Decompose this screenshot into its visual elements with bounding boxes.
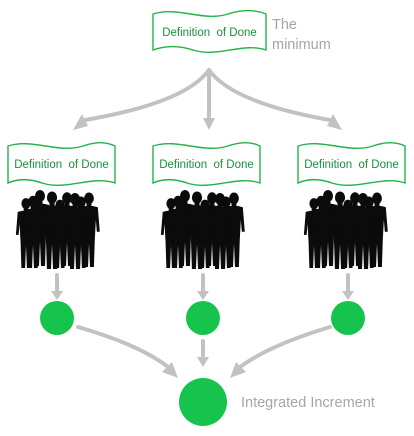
integration-arrows: [76, 325, 332, 378]
team-1-increment-dot: [40, 301, 74, 335]
wavy-banner-icon: [297, 141, 406, 187]
team-2-banner: Definition of Done: [152, 141, 261, 187]
integrated-increment-dot: [179, 378, 227, 426]
wavy-banner-icon: [7, 141, 116, 187]
people-group-icon: [161, 190, 245, 269]
team-3: Definition of Done: [297, 141, 406, 335]
team-3-banner-label: Definition of Done: [304, 159, 399, 171]
wavy-banner-icon: [152, 9, 267, 54]
team-3-banner: Definition of Done: [297, 141, 406, 187]
team-2: Definition of Done: [152, 141, 261, 335]
top-note-line1: The: [272, 17, 297, 33]
top-arrows: [73, 68, 342, 130]
integrated-increment-label: Integrated Increment: [241, 395, 375, 411]
team-2-increment-dot: [186, 301, 220, 335]
team-1: Definition of Done: [7, 141, 116, 335]
top-note-line2: minimum: [272, 37, 331, 53]
people-group-icon: [16, 190, 100, 269]
team-1-banner-label: Definition of Done: [14, 159, 109, 171]
wavy-banner-icon: [152, 141, 261, 187]
top-banner-label: Definition of Done: [162, 27, 257, 39]
team-2-banner-label: Definition of Done: [159, 159, 254, 171]
people-group-icon: [304, 190, 388, 269]
team-1-banner: Definition of Done: [7, 141, 116, 187]
top-definition-banner: Definition of Done: [152, 9, 267, 54]
team-3-increment-dot: [331, 301, 365, 335]
